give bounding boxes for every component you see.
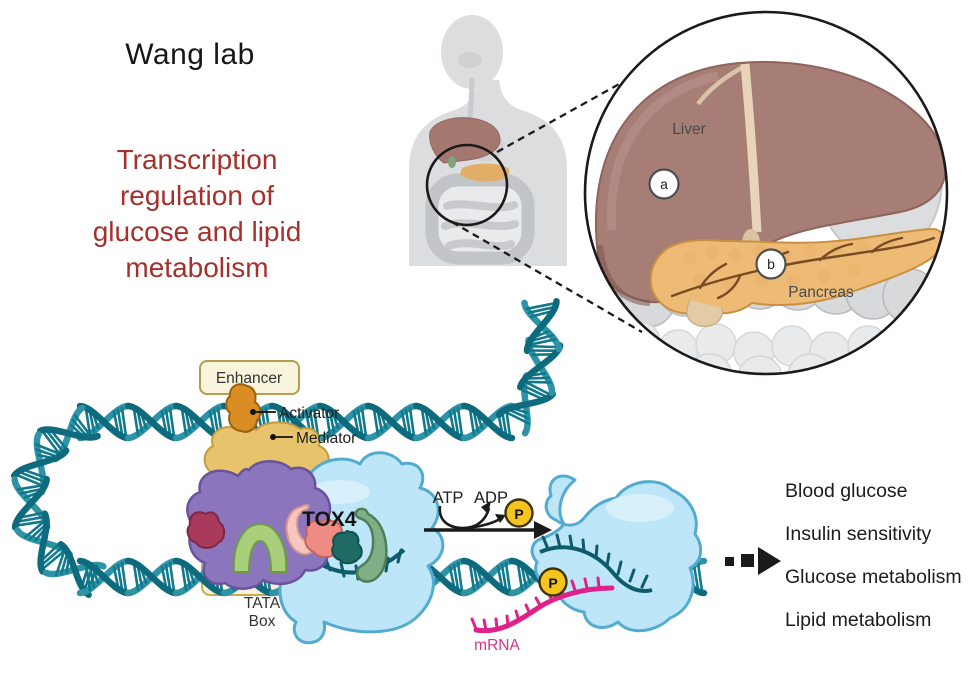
lab-title: Wang lab [125,38,255,71]
phosphate-label-2: P [548,575,557,591]
activator-leader-dot [250,409,256,415]
mediator-label: Mediator [296,430,356,447]
phosphate-label: P [514,506,523,522]
marker-b-badge [755,248,787,280]
dark-teal-subunit [331,529,363,565]
figure-title: Transcription regulation of glucose and … [72,142,322,286]
falciform-ligament [740,63,762,233]
pancreas-inset [649,227,946,315]
green-crescent-subunit [354,507,388,583]
figure-title-line: glucose and lipid [92,216,302,247]
marker-a-label: a [660,176,668,192]
magnifier-connectors [451,66,649,333]
anatomy-inset: Liver a b Pancreas [583,10,949,376]
tox4-label: TOX4 [302,508,357,531]
pancreas-small [460,163,510,182]
magnifier-circle [425,143,509,227]
enhancer-label: Enhancer [216,370,282,387]
human-body-figure [409,15,567,266]
activator-label: Activator [279,405,339,422]
inset-circle-border [583,10,949,376]
maroon-subunit [186,511,226,549]
tata-label-1: TATA [244,595,281,612]
atp-label: ATP [433,489,464,507]
liver-highlight [606,71,719,231]
polymerase2-highlight [606,494,674,522]
liver-label: Liver [672,121,706,138]
pancreas-head-lobe [686,299,723,328]
phosphate-circle-2 [538,567,568,597]
unwound-dna-ticks-right [541,533,649,589]
green-arch-subunit [232,522,288,573]
figure-title-line: regulation of [119,180,275,211]
phosphorylation-reaction: ATP ADP P [424,489,552,539]
activator-blob [225,383,262,433]
marker-b-label: b [767,256,775,272]
pancreas-label: Pancreas [788,284,854,301]
adp-label: ADP [474,489,508,507]
marker-a-badge [648,168,680,200]
small-intestine-folds [441,200,519,251]
mouth-shape [458,52,482,68]
liver-shade [597,244,651,306]
phosphate-circle [504,498,534,528]
outcome-item: Lipid metabolism [785,609,932,631]
outcome-item: Glucose metabolism [785,566,962,588]
mediator-leader-dot [270,434,276,440]
outcome-item: Blood glucose [785,480,908,502]
tata-label-2: Box [249,613,276,630]
gallbladder-small [448,156,456,168]
outcome-item: Insulin sensitivity [785,523,932,545]
result-arrow [725,547,781,575]
outcome-list: Blood glucose Insulin sensitivity Glucos… [785,480,962,632]
figure-title-line: Transcription [116,144,278,175]
pancreas-texture [683,236,895,291]
liver-small [429,117,501,164]
unwound-dna-right [539,545,653,593]
figure-title-line: metabolism [125,252,269,283]
mrna-label: mRNA [474,637,520,654]
